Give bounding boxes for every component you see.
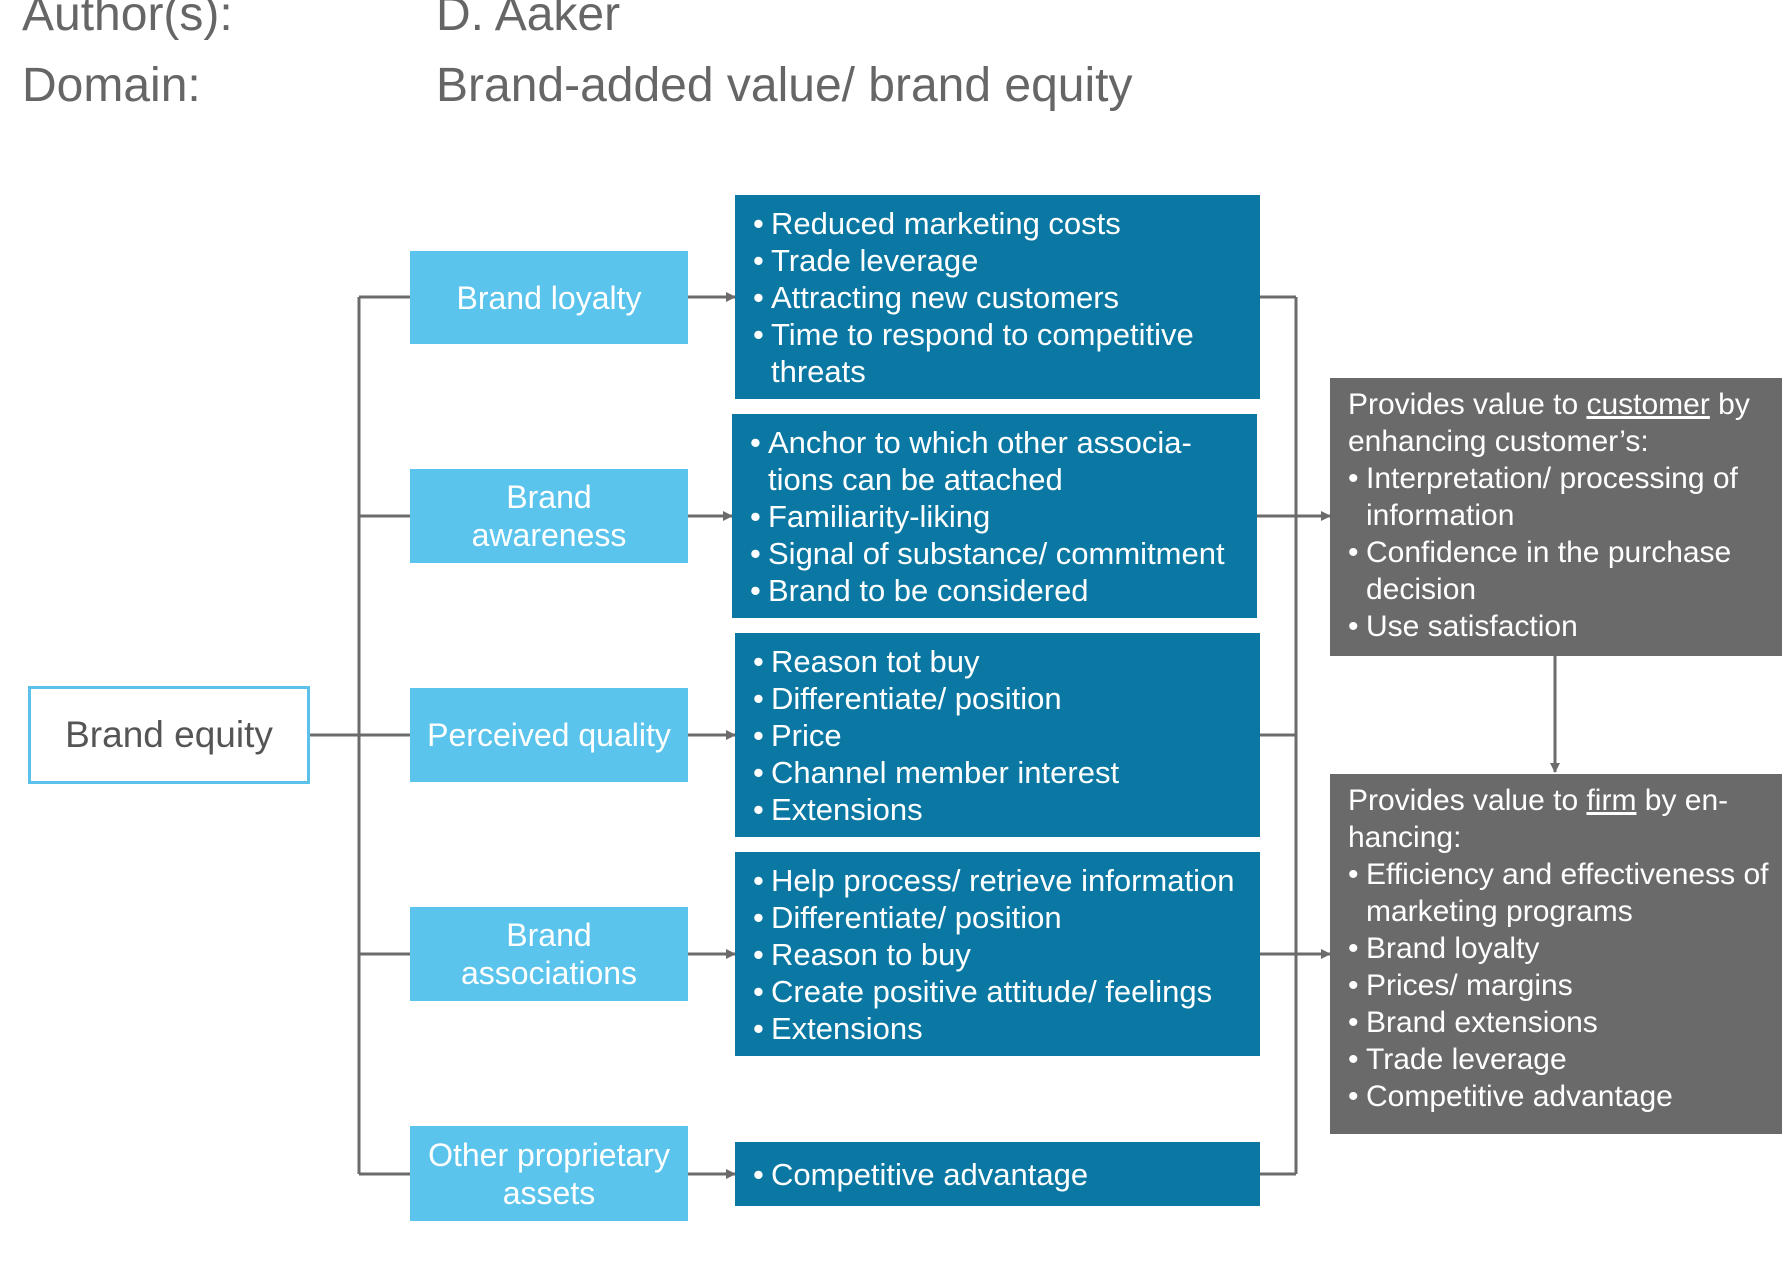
benefits-brand-awareness: Anchor to which other associa-tions can … (732, 414, 1257, 618)
value-item: Confidence in the purchase decision (1348, 534, 1770, 608)
benefit-item: Channel member interest (753, 754, 1250, 791)
benefit-item: Price (753, 717, 1250, 754)
value-item: Prices/ margins (1348, 967, 1770, 1004)
driver-label: Brand awareness (471, 479, 627, 553)
driver-brand-awareness: Brand awareness (410, 469, 688, 563)
driver-brand-loyalty: Brand loyalty (410, 251, 688, 344)
driver-label: Other proprietary assets (428, 1136, 670, 1211)
value-item: Brand loyalty (1348, 930, 1770, 967)
benefit-item: Familiarity-liking (750, 498, 1247, 535)
intro-text: Provides value to (1348, 388, 1587, 421)
driver-other-proprietary-assets: Other proprietary assets (410, 1126, 688, 1221)
benefit-item: Competitive advantage (753, 1156, 1250, 1193)
benefit-item: Extensions (753, 791, 1250, 828)
domain-label: Domain: (22, 59, 201, 112)
root-box-brand-equity: Brand equity (28, 686, 310, 784)
benefit-item: Anchor to which other associa-tions can … (750, 424, 1198, 498)
domain-value: Brand-added value/ brand equity (436, 59, 1133, 112)
intro-text: by enhancing customer’s: (1348, 388, 1750, 458)
benefit-item: Differentiate/ position (753, 680, 1250, 717)
driver-label: Brand loyalty (456, 279, 642, 316)
value-item: Trade leverage (1348, 1041, 1770, 1078)
benefits-other-proprietary-assets: Competitive advantage (735, 1142, 1260, 1206)
intro-underlined-text: customer (1586, 388, 1710, 421)
benefit-item: Reduced marketing costs (753, 205, 1250, 242)
benefit-item: Brand to be considered (750, 572, 1247, 609)
author-value: D. Aaker (436, 0, 621, 41)
driver-perceived-quality: Perceived quality (410, 688, 688, 782)
root-label: Brand equity (65, 714, 273, 755)
author-label: Author(s): (22, 0, 233, 41)
benefit-item: Help process/ retrieve information (753, 862, 1250, 899)
benefit-item: Differentiate/ position (753, 899, 1250, 936)
intro-text: by en-hancing: (1348, 784, 1729, 854)
benefits-brand-associations: Help process/ retrieve information Diffe… (735, 852, 1260, 1056)
benefits-perceived-quality: Reason tot buy Differentiate/ position P… (735, 633, 1260, 837)
firm-value-box: Provides value to firm by en-hancing: Ef… (1330, 774, 1782, 1134)
benefit-item: Create positive attitude/ feelings (753, 973, 1250, 1010)
driver-brand-associations: Brand associations (410, 907, 688, 1001)
benefits-brand-loyalty: Reduced marketing costs Trade leverage A… (735, 195, 1260, 399)
driver-label: Brand associations (460, 917, 638, 991)
benefit-item: Signal of substance/ commitment (750, 535, 1247, 572)
value-item: Use satisfaction (1348, 608, 1770, 645)
benefit-item: Attracting new customers (753, 279, 1250, 316)
benefit-item: Reason to buy (753, 936, 1250, 973)
value-item: Efficiency and effectiveness of marketin… (1348, 856, 1770, 930)
customer-value-box: Provides value to customer by enhancing … (1330, 378, 1782, 656)
value-item: Competitive advantage (1348, 1078, 1770, 1115)
benefit-item: Trade leverage (753, 242, 1250, 279)
benefit-item: Reason tot buy (753, 643, 1250, 680)
value-item: Brand extensions (1348, 1004, 1770, 1041)
customer-value-intro: Provides value to customer by enhancing … (1348, 386, 1770, 460)
benefit-item: Time to respond to competitive threats (753, 316, 1201, 390)
firm-value-intro: Provides value to firm by en-hancing: (1348, 782, 1770, 856)
intro-text: Provides value to (1348, 784, 1587, 817)
intro-underlined-text: firm (1586, 784, 1637, 817)
driver-label: Perceived quality (427, 717, 671, 753)
benefit-item: Extensions (753, 1010, 1250, 1047)
value-item: Interpretation/ processing of informatio… (1348, 460, 1770, 534)
